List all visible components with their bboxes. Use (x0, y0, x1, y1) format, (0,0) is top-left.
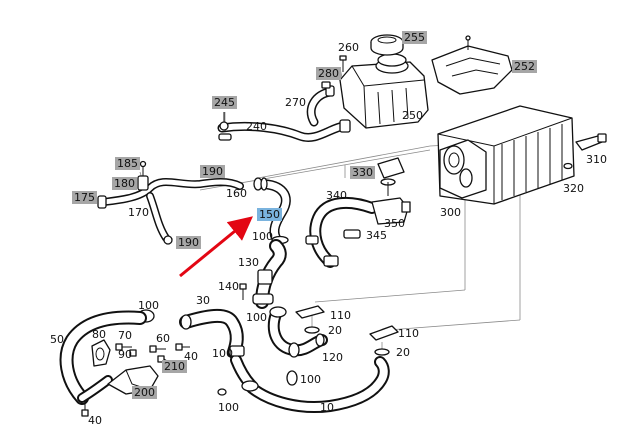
bolt-40-middle (175, 343, 190, 351)
callout-320[interactable]: 320 (563, 182, 584, 195)
pipe-130 (252, 239, 287, 309)
callout-345[interactable]: 345 (366, 229, 387, 242)
callout-110-right[interactable]: 110 (398, 327, 419, 340)
callout-210[interactable]: 210 (162, 360, 187, 373)
callout-30[interactable]: 30 (196, 294, 210, 307)
tank-bracket (431, 35, 513, 95)
callout-100-upper[interactable]: 100 (252, 230, 273, 243)
callout-270[interactable]: 270 (285, 96, 306, 109)
callout-245[interactable]: 245 (212, 96, 237, 109)
callout-50[interactable]: 50 (50, 333, 64, 346)
callout-40-middle[interactable]: 40 (184, 350, 198, 363)
callout-130[interactable]: 130 (238, 256, 259, 269)
callout-20-left[interactable]: 20 (328, 324, 342, 337)
clamp-245 (218, 112, 232, 141)
callout-190-bottom[interactable]: 190 (176, 236, 201, 249)
hose-120 (267, 306, 328, 358)
callout-240[interactable]: 240 (246, 120, 267, 133)
hose-10 (217, 356, 390, 414)
bracket-80 (91, 339, 111, 367)
callout-120[interactable]: 120 (322, 351, 343, 364)
callout-160[interactable]: 160 (226, 187, 247, 200)
callout-340[interactable]: 340 (326, 189, 347, 202)
clamp-160 (260, 177, 268, 191)
hose-240 (217, 85, 351, 142)
sensor-310 (575, 133, 607, 151)
callout-80[interactable]: 80 (92, 328, 106, 341)
clip-345 (343, 229, 361, 239)
callout-300[interactable]: 300 (440, 206, 461, 219)
connector-350 (371, 197, 411, 225)
callout-280[interactable]: 280 (316, 67, 341, 80)
callout-350[interactable]: 350 (384, 217, 405, 230)
heat-exchanger-300 (437, 105, 575, 205)
bolt-140 (239, 283, 247, 300)
callout-100-lower[interactable]: 100 (212, 347, 233, 360)
callout-100-mid[interactable]: 100 (246, 311, 267, 324)
callout-170[interactable]: 170 (128, 206, 149, 219)
callout-255[interactable]: 255 (402, 31, 427, 44)
callout-260[interactable]: 260 (338, 41, 359, 54)
callout-252[interactable]: 252 (512, 60, 537, 73)
callout-310[interactable]: 310 (586, 153, 607, 166)
callout-175[interactable]: 175 (72, 191, 97, 204)
callout-100-bottom[interactable]: 100 (218, 401, 239, 414)
bolt-70 (115, 343, 132, 351)
callout-70[interactable]: 70 (118, 329, 132, 342)
hose-50 (59, 310, 147, 405)
hose-150 (253, 177, 291, 243)
callout-200[interactable]: 200 (132, 386, 157, 399)
hose-340 (305, 196, 378, 268)
thermostat-housing-330 (377, 157, 405, 196)
callout-250[interactable]: 250 (402, 109, 423, 122)
clamp-280 (321, 81, 331, 89)
bolt-90 (129, 349, 137, 357)
seal-20-left (304, 326, 320, 334)
coolant-expansion-tank (339, 53, 429, 129)
callout-90[interactable]: 90 (118, 348, 132, 361)
callout-110-left[interactable]: 110 (330, 309, 351, 322)
clamp-110-right (369, 325, 399, 341)
bolt-260 (339, 55, 347, 72)
callout-140[interactable]: 140 (218, 280, 239, 293)
callout-185[interactable]: 185 (115, 157, 140, 170)
pointer-arrow (179, 216, 253, 278)
clamp-110-left (295, 305, 325, 319)
expansion-tank-cap (370, 34, 404, 56)
washer-320 (563, 162, 573, 170)
callout-100-left[interactable]: 100 (138, 299, 159, 312)
callout-150[interactable]: 150 (257, 208, 282, 221)
seal-20-right (374, 348, 390, 356)
hose-170 (97, 160, 244, 245)
callout-60[interactable]: 60 (156, 332, 170, 345)
callout-180[interactable]: 180 (112, 177, 137, 190)
bolt-60 (149, 345, 166, 353)
bolt-40-bottom (81, 404, 89, 417)
callout-330[interactable]: 330 (350, 166, 375, 179)
callout-20-right[interactable]: 20 (396, 346, 410, 359)
callout-100-right[interactable]: 100 (300, 373, 321, 386)
callout-190-top[interactable]: 190 (200, 165, 225, 178)
callout-40-bottom[interactable]: 40 (88, 414, 102, 427)
callout-10[interactable]: 10 (320, 401, 334, 414)
